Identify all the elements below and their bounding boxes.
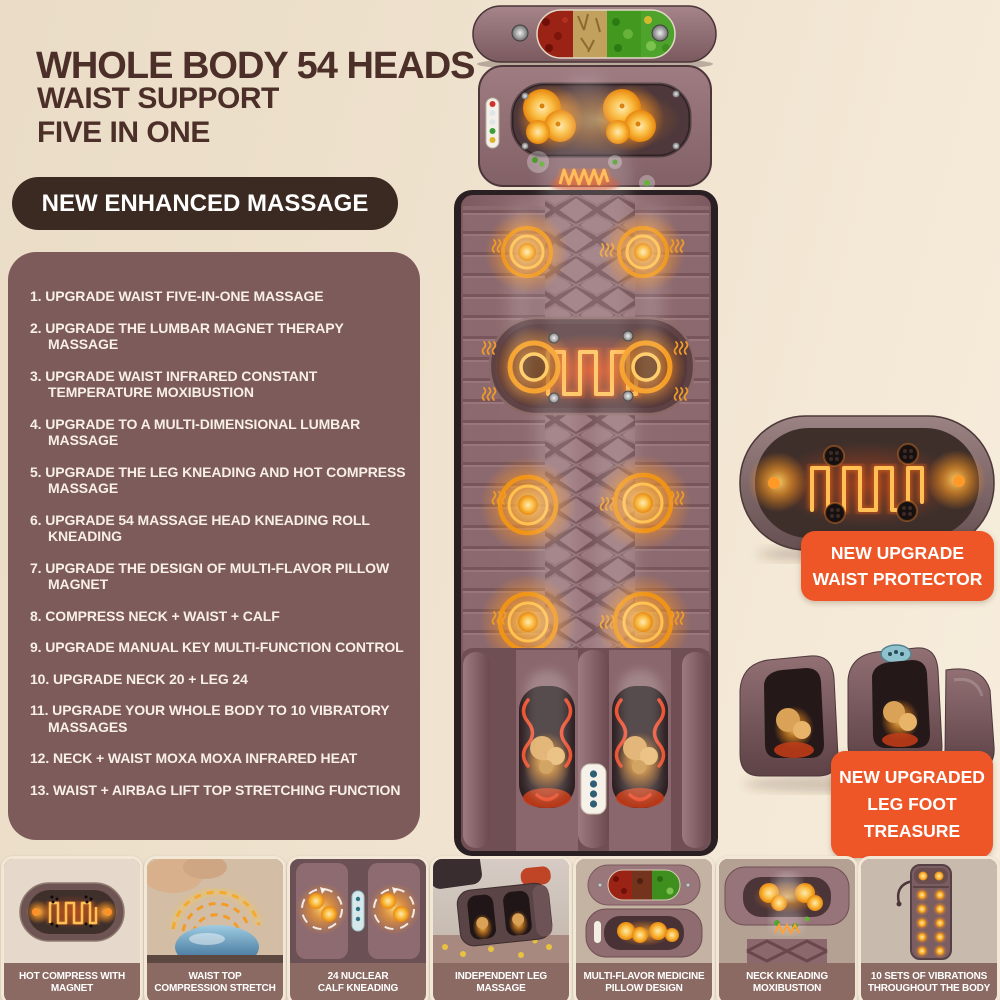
kneading-ball-cluster-right [596, 84, 664, 152]
feet-silhouette [526, 670, 661, 800]
remote-control [580, 763, 607, 815]
body-silhouette [510, 76, 662, 670]
feature-item-9: 9. UPGRADE MANUAL KEY MULTI-FUNCTION CON… [30, 639, 404, 656]
feature-item-6: 6. UPGRADE 54 MASSAGE HEAD KNEADING ROLL… [30, 511, 370, 545]
independent-leg-thumb-image [433, 859, 569, 963]
heating-coil-protector [810, 466, 924, 512]
feature-item-1: 1. UPGRADE WAIST FIVE-IN-ONE MASSAGE [30, 288, 324, 304]
waist-stretch-thumb-image [147, 859, 283, 963]
leg-foot-badge: NEW UPGRADED LEG FOOT TREASURE [831, 751, 993, 858]
feature-item-8: 8. COMPRESS NECK + WAIST + CALF [30, 607, 280, 624]
control-strip [485, 97, 500, 149]
feature-item-13: 13. WAIST + AIRBAG LIFT TOP STRETCHING F… [30, 781, 401, 798]
legfoot-badge-line-1: NEW UPGRADED [839, 766, 985, 787]
subtitle-line-2: FIVE IN ONE [37, 115, 210, 149]
head-silhouette [773, 873, 801, 901]
power-button-icon [489, 101, 496, 107]
feature-item-3: 3. UPGRADE WAIST INFRARED CONSTANT TEMPE… [30, 367, 318, 401]
legfoot-badge-line-2: LEG FOOT [867, 793, 957, 814]
herb-window [537, 10, 675, 58]
airbag-dome [175, 925, 259, 963]
neck-kneading-thumb-image [719, 859, 855, 963]
massage-mat-illustration [454, 5, 718, 856]
vibrations-thumb-image [861, 859, 997, 963]
waist-badge-line-1: NEW UPGRADE [830, 542, 965, 563]
page-title: WHOLE BODY 54 HEADS [36, 45, 475, 88]
feature-item-5: 5. UPGRADE THE LEG KNEADING AND HOT COMP… [30, 463, 406, 497]
feature-item-4: 4. UPGRADE TO A MULTI-DIMENSIONAL LUMBAR… [30, 415, 361, 449]
vibration-points [915, 888, 947, 958]
medicine-pillow-thumb-image [576, 859, 712, 963]
feature-list-panel: 1. UPGRADE WAIST FIVE-IN-ONE MASSAGE 2. … [8, 252, 420, 840]
herb-pillow [472, 5, 717, 71]
leg-massage-section [461, 648, 711, 851]
waist-protector-illustration [739, 415, 995, 562]
hot-compress-thumb-image [4, 859, 140, 963]
legfoot-badge-line-3: TREASURE [863, 821, 961, 842]
waist-protector-badge: NEW UPGRADE WAIST PROTECTOR [801, 531, 994, 601]
leg-massager-device [456, 866, 553, 947]
foot-well-middle [847, 644, 943, 767]
feature-item-7: 7. UPGRADE THE DESIGN OF MULTI-FLAVOR PI… [30, 559, 390, 593]
feature-item-11: 11. UPGRADE YOUR WHOLE BODY TO 10 VIBRAT… [30, 702, 390, 735]
magnet-nodes [823, 443, 919, 524]
page-subtitle: WAIST SUPPORT FIVE IN ONE [37, 82, 279, 149]
feature-item-2: 2. UPGRADE THE LUMBAR MAGNET THERAPY MAS… [30, 319, 344, 353]
enhanced-massage-badge: NEW ENHANCED MASSAGE [12, 177, 398, 230]
foot-well-left [739, 655, 839, 777]
waist-badge-line-2: WAIST PROTECTOR [812, 569, 983, 589]
subtitle-line-1: WAIST SUPPORT [37, 82, 279, 115]
feature-item-12: 12. NECK + WAIST MOXA MOXA INFRARED HEAT [30, 750, 358, 767]
feature-item-10: 10. UPGRADE NECK 20 + LEG 24 [30, 670, 248, 687]
calf-kneading-thumb-image [290, 859, 426, 963]
